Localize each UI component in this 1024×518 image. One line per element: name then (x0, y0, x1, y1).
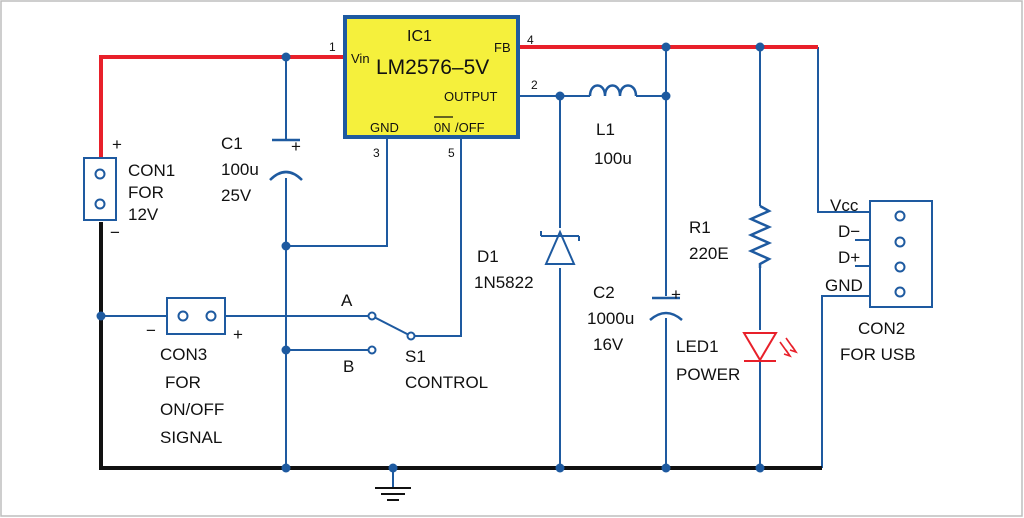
ic1-pin-gnd-label: GND (370, 120, 399, 135)
c2-value: 1000u (587, 309, 634, 328)
con2-pin-vcc: Vcc (830, 196, 859, 215)
s1-position-b: B (343, 357, 354, 376)
l1-name: L1 (596, 120, 615, 139)
d1-schottky-diode (540, 229, 580, 265)
con3-line2: FOR (165, 373, 201, 392)
l1-inductor-loops (588, 84, 638, 97)
con3-connector (166, 297, 226, 335)
positive-rail-input (99, 55, 345, 160)
ground-rail (99, 222, 822, 470)
s1-position-a: A (341, 291, 353, 310)
pin-number-3: 3 (373, 146, 380, 160)
pin-number-2: 2 (531, 78, 538, 92)
con1-line2: FOR (128, 183, 164, 202)
c2-capacitor (649, 296, 683, 321)
con3-minus-sign: − (146, 321, 156, 340)
con1-plus-sign: + (112, 135, 122, 154)
con2-pin-d-minus: D− (838, 222, 860, 241)
s1-label: CONTROL (405, 373, 488, 392)
ic1-pin-off-label: /OFF (455, 120, 485, 135)
ic1-name: IC1 (407, 28, 432, 45)
d1-name: D1 (477, 247, 499, 266)
ic1-pin-output-label: OUTPUT (444, 89, 498, 104)
pin-number-5: 5 (448, 146, 455, 160)
con1-minus-sign: − (110, 223, 120, 242)
con2-name: CON2 (858, 319, 905, 338)
ic1-regulator: IC1 LM2576–5V Vin FB OUTPUT GND 0N /OFF (343, 15, 520, 139)
c2-plus-sign: + (671, 285, 681, 304)
con1-line3: 12V (128, 205, 159, 224)
c1-capacitor (269, 138, 303, 181)
ic1-pin-vin-label: Vin (351, 51, 370, 66)
junction-dots (96, 42, 765, 473)
s1-switch (367, 311, 416, 355)
wires (101, 47, 870, 488)
con3-line4: SIGNAL (160, 428, 222, 447)
l1-value: 100u (594, 149, 632, 168)
c1-plus-sign: + (291, 137, 301, 156)
c1-name: C1 (221, 134, 243, 153)
ic1-pin-on-label: 0N (434, 120, 451, 135)
con3-line3: ON/OFF (160, 400, 224, 419)
pin-number-1: 1 (329, 40, 336, 54)
con1-name: CON1 (128, 161, 175, 180)
ic1-pin-fb-label: FB (494, 40, 511, 55)
r1-name: R1 (689, 218, 711, 237)
con2-line2: FOR USB (840, 345, 916, 364)
con2-pin-d-plus: D+ (838, 248, 860, 267)
pin-number-4: 4 (527, 33, 534, 47)
r1-value: 220E (689, 244, 729, 263)
d1-part-number: 1N5822 (474, 273, 534, 292)
c1-value: 100u (221, 160, 259, 179)
led1-power-led (742, 332, 798, 362)
led1-label: POWER (676, 365, 740, 384)
con3-plus-sign: + (233, 325, 243, 344)
ic1-part-number: LM2576–5V (376, 56, 489, 79)
s1-name: S1 (405, 347, 426, 366)
con1-connector (83, 157, 117, 221)
led1-name: LED1 (676, 337, 719, 356)
c2-voltage: 16V (593, 335, 624, 354)
c1-voltage: 25V (221, 186, 252, 205)
ground-symbol (375, 487, 411, 501)
con3-name: CON3 (160, 345, 207, 364)
con2-usb-connector (869, 200, 933, 308)
con2-pin-gnd: GND (825, 276, 863, 295)
r1-resistor (747, 204, 773, 268)
c2-name: C2 (593, 283, 615, 302)
